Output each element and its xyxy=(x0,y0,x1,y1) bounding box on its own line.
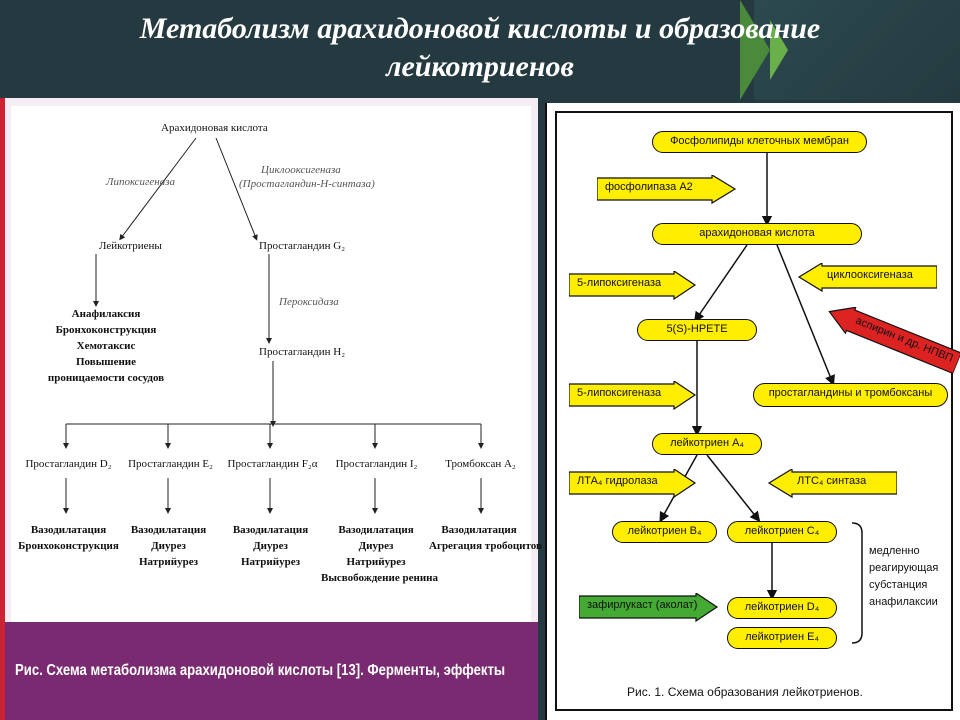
label-lipoxygenase-2: 5-липоксигеназа xyxy=(577,387,662,399)
node-ltc4: лейкотриен C₄ xyxy=(727,521,837,543)
node-prostaglandin-d2: Простагландин D₂ xyxy=(25,458,112,470)
node-leukotrienes: Лейкотриены xyxy=(99,240,162,252)
label-zafirlukast: зафирлукаст (аколат) xyxy=(587,599,698,611)
node-hpete: 5(S)-HPETE xyxy=(637,319,757,341)
effect-item: Хемотаксис xyxy=(76,340,136,352)
enzyme-cyclooxygenase: Циклооксигеназа xyxy=(261,164,341,176)
effect-item: Бронхоконструкция xyxy=(18,540,119,552)
effects-prostaglandin-e2: Вазодилатация Диурез Натрийурез xyxy=(121,522,216,570)
node-ltb4: лейкотриен B₄ xyxy=(612,521,717,543)
node-prostaglandin-f2a: Простагландин F₂α xyxy=(227,458,318,470)
left-caption: Рис. Схема метаболизма арахидоновой кисл… xyxy=(15,662,506,679)
node-prostaglandin-e2: Простагландин E₂ xyxy=(128,458,213,470)
effect-item: Вазодилатация xyxy=(338,524,414,536)
effect-item: Диурез xyxy=(151,540,186,552)
effects-thromboxane-a2: Вазодилатация Агрегация тробоцитов xyxy=(429,522,542,554)
enzyme-peroxidase: Пероксидаза xyxy=(279,296,339,308)
arrow-ltc4-synthase: ЛТС₄ синтаза xyxy=(767,469,897,499)
label-lipoxygenase-1: 5-липоксигеназа xyxy=(577,277,662,289)
effects-prostaglandin-i2: Вазодилатация Диурез Натрийурез Высвобож… xyxy=(321,522,438,586)
label-phospholipase: фосфолипаза А2 xyxy=(605,181,693,193)
node-prostaglandins-thromboxanes: простагландины и тромбоксаны xyxy=(753,383,948,407)
right-diagram-panel: Фосфолипиды клеточных мембран фосфолипаз… xyxy=(545,103,960,720)
arrow-lta4-hydrolase: ЛТА₄ гидролаза xyxy=(569,469,697,499)
green-triangle-decoration-small xyxy=(770,20,788,80)
effect-item: Вазодилатация xyxy=(130,524,207,536)
node-phospholipids: Фосфолипиды клеточных мембран xyxy=(652,131,867,153)
effects-prostaglandin-d2: Вазодилатация Бронхоконструкция xyxy=(16,522,121,554)
effect-item: Анафилаксия xyxy=(71,308,141,320)
label-lta4-hydrolase: ЛТА₄ гидролаза xyxy=(577,475,658,487)
title-area: Метаболизм арахидоновой кислоты и образо… xyxy=(0,0,960,100)
node-arachidonic-acid: арахидоновая кислота xyxy=(652,223,862,245)
label-cyclooxygenase: циклооксигеназа xyxy=(827,269,913,281)
enzyme-pgh-synthase: (Простагландин-Н-синтаза) xyxy=(239,178,375,190)
effect-item: Вазодилатация xyxy=(232,524,309,536)
effect-item: Бронхоконструкция xyxy=(55,324,157,336)
srs-line: анафилаксии xyxy=(869,596,938,608)
slide-title: Метаболизм арахидоновой кислоты и образо… xyxy=(0,10,960,86)
label-ltc4-synthase: ЛТС₄ синтаза xyxy=(797,475,867,487)
srs-a-label: медленно реагирующая субстанция анафилак… xyxy=(869,543,938,611)
effect-item: Диурез xyxy=(358,540,394,552)
arrow-lipoxygenase-2: 5-липоксигеназа xyxy=(569,381,697,411)
effect-item: проницаемости сосудов xyxy=(47,372,165,384)
arrow-phospholipase: фосфолипаза А2 xyxy=(597,175,737,205)
node-lta4: лейкотриен A₄ xyxy=(652,433,762,455)
node-arachidonic-acid: Арахидоновая кислота xyxy=(161,122,268,134)
left-diagram: Арахидоновая кислота Липоксигеназа Цикло… xyxy=(11,106,542,626)
arrow-lipoxygenase-1: 5-липоксигеназа xyxy=(569,271,697,301)
srs-line: медленно xyxy=(869,545,920,557)
slide-title-line1: Метаболизм арахидоновой кислоты и образо… xyxy=(139,12,821,45)
node-prostaglandin-i2: Простагландин I₂ xyxy=(335,458,418,470)
arrow-aspirin-inhibitor: аспирин и др. НПВП xyxy=(821,298,960,378)
node-thromboxane-a2: Тромбоксан A₂ xyxy=(445,458,516,470)
green-triangle-decoration xyxy=(740,0,770,100)
right-caption: Рис. 1. Схема образования лейкотриенов. xyxy=(627,685,863,699)
node-prostaglandin-g2: Простагландин G₂ xyxy=(259,240,346,252)
left-diagram-connectors xyxy=(63,137,484,514)
effect-item: Вазодилатация xyxy=(30,524,107,536)
srs-line: субстанция xyxy=(869,579,928,591)
right-diagram-connectors xyxy=(659,151,863,644)
effect-item: Агрегация тробоцитов xyxy=(429,540,542,552)
srs-line: реагирующая xyxy=(869,562,939,574)
effect-item: Натрийурез xyxy=(138,556,199,568)
effect-item: Натрийурез xyxy=(240,556,301,568)
left-diagram-panel: Арахидоновая кислота Липоксигеназа Цикло… xyxy=(0,98,542,720)
effect-item: Повышение xyxy=(75,356,137,368)
node-prostaglandin-h2: Простагландин H₂ xyxy=(259,346,346,358)
effects-prostaglandin-f2a: Вазодилатация Диурез Натрийурез xyxy=(223,522,318,570)
node-lte4: лейкотриен E₄ xyxy=(727,627,837,649)
right-diagram: Фосфолипиды клеточных мембран фосфолипаз… xyxy=(555,111,960,711)
effect-item: Диурез xyxy=(253,540,288,552)
effect-item: Вазодилатация xyxy=(441,524,517,536)
slide-title-line2: лейкотриенов xyxy=(386,50,574,83)
arrow-cyclooxygenase: циклооксигеназа xyxy=(797,263,937,293)
title-decoration xyxy=(754,0,960,100)
effect-item: Высвобождение ренина xyxy=(321,572,438,584)
arrow-zafirlukast: зафирлукаст (аколат) xyxy=(579,593,719,623)
node-ltd4: лейкотриен D₄ xyxy=(727,597,837,619)
enzyme-lipoxygenase: Липоксигеназа xyxy=(106,176,175,188)
effect-item: Натрийурез xyxy=(346,556,406,568)
left-caption-bar: Рис. Схема метаболизма арахидоновой кисл… xyxy=(5,622,538,720)
leukotriene-effects: Анафилаксия Бронхоконструкция Хемотаксис… xyxy=(31,306,181,386)
